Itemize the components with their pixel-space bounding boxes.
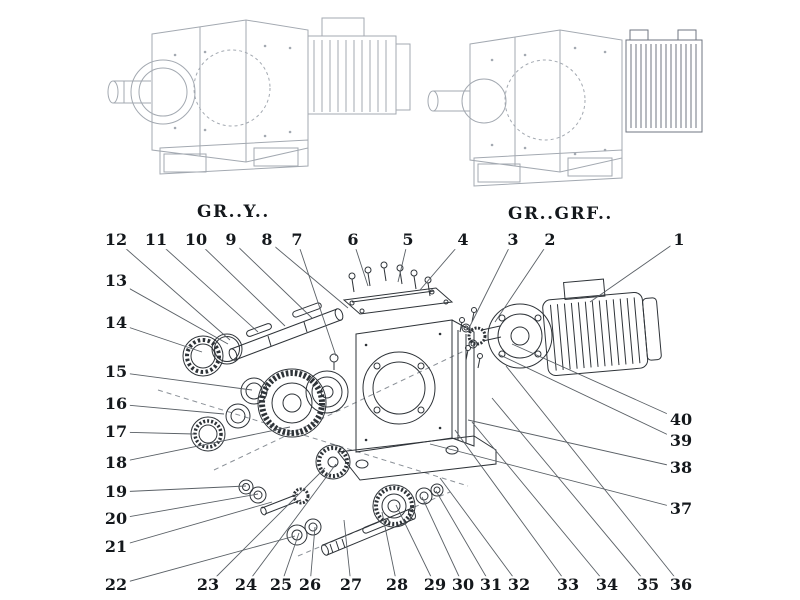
exploded-view: [157, 261, 662, 557]
part-lower-bearing: [190, 416, 226, 452]
leader-line-1: [589, 239, 680, 303]
part-intermediate-gear: [305, 370, 349, 414]
leader-lines: [115, 239, 682, 586]
leader-line-38: [467, 419, 682, 469]
part-pinion-shaft: [260, 487, 310, 516]
leader-line-16: [115, 403, 225, 415]
variant-label-gr-grf: GR..GRF..: [508, 204, 613, 224]
leader-line-6: [352, 239, 369, 287]
leader-line-26: [309, 526, 316, 586]
leader-line-23: [207, 467, 326, 586]
flanged-motor-block: [625, 29, 703, 133]
part-top-cover: [342, 287, 454, 315]
part-output-rings: [415, 483, 444, 505]
leader-line-37: [429, 443, 682, 510]
leader-line-30: [421, 496, 464, 586]
assembled-view-gr-y: [107, 17, 411, 175]
leader-line-40: [511, 343, 682, 421]
leader-line-18: [115, 426, 291, 464]
leader-line-32: [439, 477, 520, 586]
part-input-shaft: [228, 302, 344, 361]
part-cover-bolts: [348, 261, 432, 297]
leader-line-11: [155, 239, 259, 333]
leader-line-3: [467, 239, 514, 331]
leader-line-33: [454, 429, 569, 586]
leader-line-9: [230, 239, 313, 319]
leader-line-4: [419, 239, 464, 291]
leader-line-39: [497, 353, 682, 442]
leader-line-36: [505, 365, 682, 586]
part-bushing: [225, 403, 251, 429]
part-retaining-ring: [211, 333, 243, 365]
leader-line-34: [471, 421, 608, 586]
leader-line-22: [115, 535, 296, 586]
leader-line-15: [115, 371, 253, 391]
leader-line-35: [491, 397, 649, 586]
part-motor: [459, 278, 662, 377]
part-pinion-gear: [315, 444, 351, 480]
leader-line-31: [435, 490, 492, 586]
leader-line-25: [280, 532, 300, 586]
leader-line-17: [115, 431, 195, 435]
leader-line-24: [245, 463, 337, 586]
leader-line-28: [381, 511, 398, 586]
leader-line-19: [115, 485, 247, 493]
leader-line-13: [115, 280, 229, 345]
leader-line-14: [115, 322, 203, 353]
leader-line-7: [296, 239, 337, 357]
leader-line-10: [195, 239, 286, 327]
part-large-gear: [257, 368, 327, 438]
part-housing: [329, 319, 497, 481]
variant-label-gr-y: GR..Y..: [197, 202, 270, 222]
leader-line-5: [397, 239, 409, 283]
leader-line-27: [343, 519, 352, 586]
leader-line-2: [494, 239, 551, 323]
leader-line-20: [115, 493, 259, 520]
leader-line-29: [395, 504, 436, 586]
leader-line-12: [115, 239, 231, 341]
leader-line-21: [115, 501, 273, 548]
assembled-view-gr-grf: [427, 29, 703, 187]
part-output-gear: [372, 484, 416, 528]
part-left-bearing: [182, 335, 224, 377]
leader-line-8: [266, 239, 349, 309]
